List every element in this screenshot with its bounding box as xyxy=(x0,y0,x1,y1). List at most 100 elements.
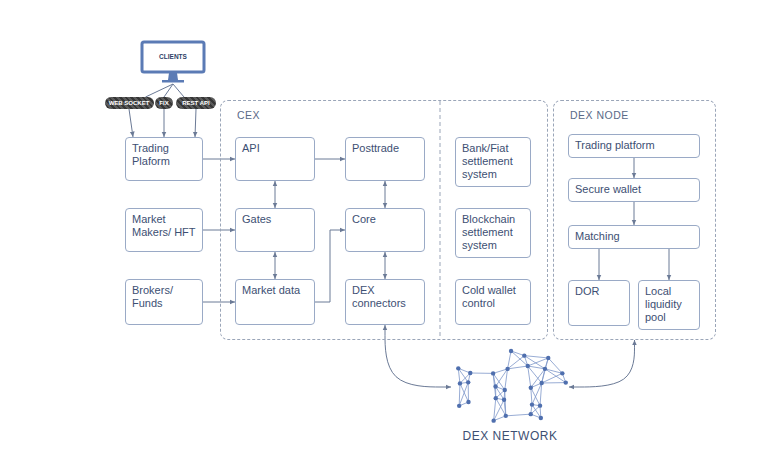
connector xyxy=(385,252,386,279)
process-box: Brokers/ Funds xyxy=(125,279,203,325)
connector xyxy=(173,84,184,97)
node-label: CLIENTS xyxy=(143,43,203,71)
network-dot xyxy=(503,388,507,392)
network-link xyxy=(528,358,549,366)
network-link xyxy=(542,373,563,383)
connector xyxy=(203,159,235,160)
connector xyxy=(634,158,635,178)
process-box: Local liquidity pool xyxy=(638,280,700,330)
network-link xyxy=(524,356,545,369)
system-region: DEX NODE Trading platformSecure walletMat… xyxy=(553,100,716,340)
network-dot xyxy=(468,371,472,375)
network-link xyxy=(540,383,542,406)
node-label: DEX NETWORK xyxy=(445,429,575,443)
node-label: Local liquidity pool xyxy=(645,285,693,325)
region-label: CEX xyxy=(237,109,260,122)
process-box: Trading platform xyxy=(568,134,700,158)
network-link xyxy=(545,369,566,383)
process-box: Posttrade xyxy=(345,137,425,181)
monitor-screen xyxy=(142,42,204,72)
process-box: Bank/Fiat settlement system xyxy=(455,137,531,187)
network-dot xyxy=(504,414,508,418)
network-dot xyxy=(529,412,533,416)
network-dot xyxy=(493,384,497,388)
network-dot xyxy=(494,396,498,400)
connector xyxy=(203,302,235,303)
connector xyxy=(634,202,635,225)
node-label: Gates xyxy=(242,213,308,226)
network-dot xyxy=(466,380,470,384)
connector xyxy=(599,249,600,280)
network-dot xyxy=(522,353,526,357)
process-box: DOR xyxy=(568,280,630,326)
network-dot xyxy=(546,356,550,360)
network-link xyxy=(548,358,562,373)
region-label: DEX NODE xyxy=(570,109,629,122)
network-link xyxy=(528,366,545,369)
process-box: Cold wallet control xyxy=(455,279,531,325)
process-box: Blockchain settlement system xyxy=(455,208,531,258)
process-box: Core xyxy=(345,208,425,252)
network-dot xyxy=(530,402,534,406)
network-link xyxy=(505,369,508,390)
network-link xyxy=(531,369,545,388)
protocol-pill: WEB SOCKET xyxy=(105,97,154,109)
network-dot xyxy=(539,416,543,420)
process-box: Matching xyxy=(568,225,700,249)
node-label: Trading Plaform xyxy=(132,142,196,168)
node-label: Core xyxy=(352,213,418,226)
network-link xyxy=(542,382,566,383)
network-dot xyxy=(543,367,547,371)
connector xyxy=(129,109,133,137)
connector xyxy=(275,252,276,279)
node-label: Bank/Fiat settlement system xyxy=(462,142,524,182)
node-label: Market Makers/ HFT xyxy=(132,213,196,239)
network-link xyxy=(506,414,531,416)
connector xyxy=(195,109,196,137)
network-dot xyxy=(466,400,470,404)
protocol-pill: FIX xyxy=(155,97,173,109)
system-region: CEX API Posttrade Bank/Fiat settlement syst… xyxy=(220,100,548,340)
network-link xyxy=(504,400,506,416)
network-dot xyxy=(560,371,564,375)
node-label: Cold wallet control xyxy=(462,284,524,310)
process-box: Trading Plaform xyxy=(125,137,203,181)
network-link xyxy=(470,373,493,374)
network-dot xyxy=(564,380,568,384)
node-label: Secure wallet xyxy=(575,183,693,196)
network-dot xyxy=(456,366,460,370)
connector xyxy=(385,181,386,208)
network-dot xyxy=(491,371,495,375)
connector xyxy=(669,249,670,280)
process-box: Market Makers/ HFT xyxy=(125,208,203,252)
network-link xyxy=(528,366,542,383)
network-link xyxy=(508,366,528,369)
process-box: API xyxy=(235,137,315,181)
network-dot xyxy=(509,349,513,353)
node-label: Trading platform xyxy=(575,139,693,152)
monitor-outline xyxy=(140,40,206,84)
connector xyxy=(275,181,276,208)
client-monitor: CLIENTS xyxy=(140,40,206,84)
monitor-base xyxy=(162,80,184,83)
network-dot xyxy=(529,385,533,389)
network-link xyxy=(468,382,469,402)
process-box: Secure wallet xyxy=(568,178,700,202)
network-link xyxy=(505,390,506,416)
network-dot xyxy=(457,404,461,408)
connector xyxy=(146,84,174,97)
network-dot xyxy=(538,403,542,407)
process-box: DEX connectors xyxy=(345,279,425,325)
protocol-pill: REST API xyxy=(176,97,216,109)
network-dot xyxy=(526,364,530,368)
network-link xyxy=(545,369,562,374)
node-label: Matching xyxy=(575,230,693,243)
network-cloud: DEX NETWORK xyxy=(445,346,575,444)
region-divider xyxy=(440,101,441,339)
monitor-stand xyxy=(168,73,178,80)
network-dot xyxy=(505,367,509,371)
connector xyxy=(315,230,345,302)
process-box: Market data xyxy=(235,279,315,325)
node-label: DOR xyxy=(575,285,623,298)
